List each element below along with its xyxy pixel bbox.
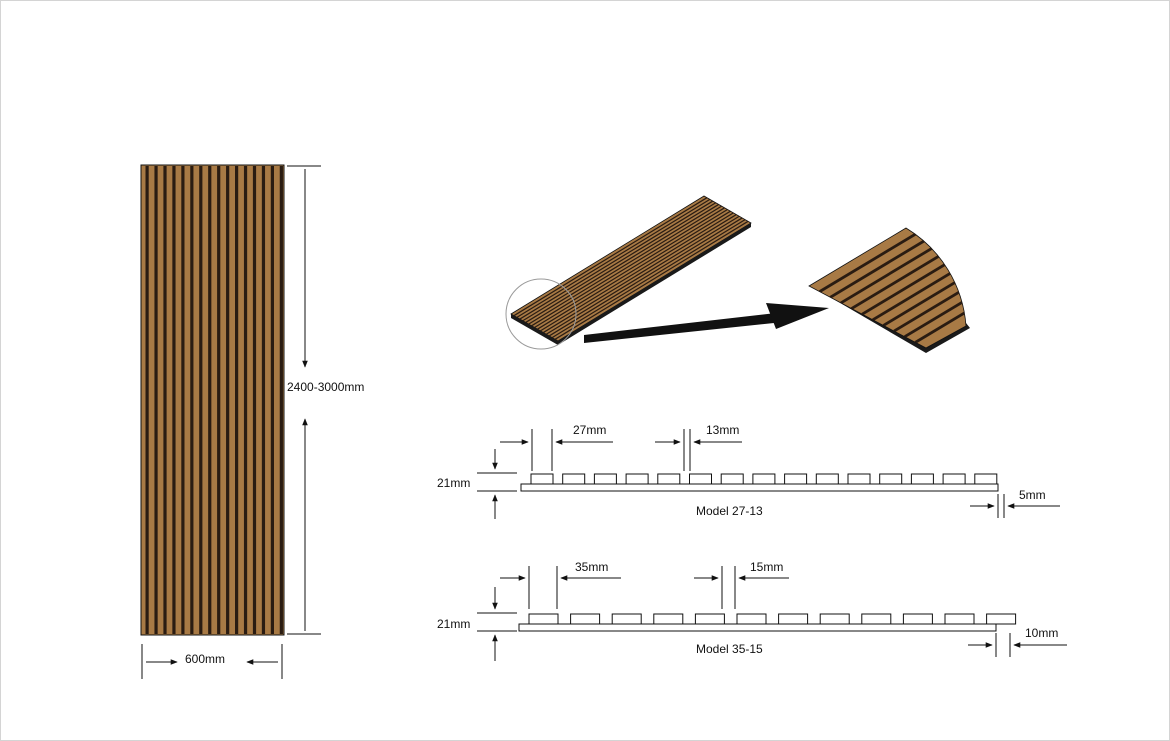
perspective-groove	[545, 215, 740, 335]
panel-groove	[145, 166, 149, 634]
profile-slat	[944, 613, 975, 625]
profile-slat	[879, 473, 903, 485]
width-dimension: 600mm	[141, 644, 283, 679]
perspective-groove	[554, 220, 749, 340]
profile-slat	[752, 473, 776, 485]
panel-groove	[190, 166, 194, 634]
panel-groove	[208, 166, 212, 634]
front-panel	[140, 164, 285, 636]
detail-groove	[829, 228, 966, 299]
gap-label: 13mm	[706, 423, 739, 437]
profile-slat	[657, 473, 681, 485]
panel-groove	[226, 166, 230, 634]
detail-groove	[914, 239, 966, 344]
panel-groove	[163, 166, 167, 634]
panel-grooves	[145, 166, 283, 634]
panel-groove	[235, 166, 239, 634]
profile-slat	[530, 473, 554, 485]
panel-groove	[270, 166, 274, 634]
detail-groove	[850, 228, 966, 310]
slat-width-label: 35mm	[575, 560, 608, 574]
perspective-groove	[519, 200, 714, 320]
perspective-groove	[522, 202, 717, 322]
detail-groove	[818, 228, 966, 293]
thickness-label: 21mm	[437, 476, 470, 490]
profile-slat	[593, 473, 617, 485]
panel-groove	[261, 166, 266, 634]
profile-model-35-15: 21mm 35mm 15mm 10mm Model 35-15	[437, 560, 1067, 661]
detail-groove	[893, 228, 966, 333]
profile-slats	[528, 613, 1017, 625]
detail-groove	[882, 228, 966, 327]
perspective-panel	[505, 195, 752, 350]
profile-slat	[570, 613, 601, 625]
perspective-groove	[540, 212, 734, 332]
panel-groove	[279, 166, 283, 634]
profile-slat	[910, 473, 934, 485]
profile-model-27-13: 21mm 27mm 13mm 5mm Model 27-13	[437, 423, 1060, 519]
profile-slat	[784, 473, 808, 485]
profile-slat	[694, 613, 725, 625]
backing-label: 5mm	[1019, 488, 1046, 502]
perspective-groove	[525, 203, 720, 323]
profile-backing	[518, 623, 997, 632]
detail-circle	[505, 278, 577, 350]
panel-groove	[172, 166, 176, 634]
profile-slat	[736, 613, 767, 625]
gap-label: 15mm	[750, 560, 783, 574]
model-label: Model 35-15	[696, 642, 763, 656]
thickness-label: 21mm	[437, 617, 470, 631]
profile-slat	[562, 473, 586, 485]
perspective-grooves	[513, 197, 749, 340]
panel-groove	[217, 166, 221, 634]
detail-groove	[840, 228, 966, 305]
perspective-groove	[548, 217, 743, 337]
panel-groove	[199, 166, 203, 634]
height-label: 2400-3000mm	[287, 380, 364, 394]
panel-groove	[154, 166, 158, 634]
profile-slat	[942, 473, 966, 485]
perspective-groove	[513, 197, 708, 317]
profile-slat	[819, 613, 850, 625]
detail-groove	[904, 233, 966, 338]
model-label: Model 27-13	[696, 504, 763, 518]
backing-label: 10mm	[1025, 626, 1058, 640]
profile-slat	[847, 473, 871, 485]
profile-slat	[653, 613, 684, 625]
height-dimension: 2400-3000mm	[287, 165, 364, 635]
panel-groove	[181, 166, 185, 634]
profile-slat	[625, 473, 649, 485]
profile-slat	[778, 613, 809, 625]
perspective-groove	[537, 210, 731, 330]
perspective-groove	[551, 219, 746, 339]
profile-slat	[528, 613, 559, 625]
perspective-groove	[531, 207, 725, 327]
profile-backing	[520, 483, 999, 492]
magnified-detail	[808, 227, 970, 353]
profile-slat	[902, 613, 933, 625]
profile-slat	[689, 473, 712, 485]
panel-groove	[243, 166, 248, 634]
profile-slat	[986, 613, 1017, 625]
profile-slat	[861, 613, 892, 625]
profile-slat	[974, 473, 998, 485]
perspective-groove	[516, 198, 711, 318]
perspective-groove	[542, 214, 737, 334]
panel-groove	[252, 166, 257, 634]
profile-slats	[530, 473, 998, 485]
profile-slat	[815, 473, 839, 485]
profile-slat	[720, 473, 744, 485]
perspective-groove	[528, 205, 722, 325]
profile-slat	[611, 613, 642, 625]
perspective-groove	[534, 208, 728, 329]
width-label: 600mm	[185, 652, 225, 666]
slat-width-label: 27mm	[573, 423, 606, 437]
detail-arrow	[584, 303, 829, 343]
